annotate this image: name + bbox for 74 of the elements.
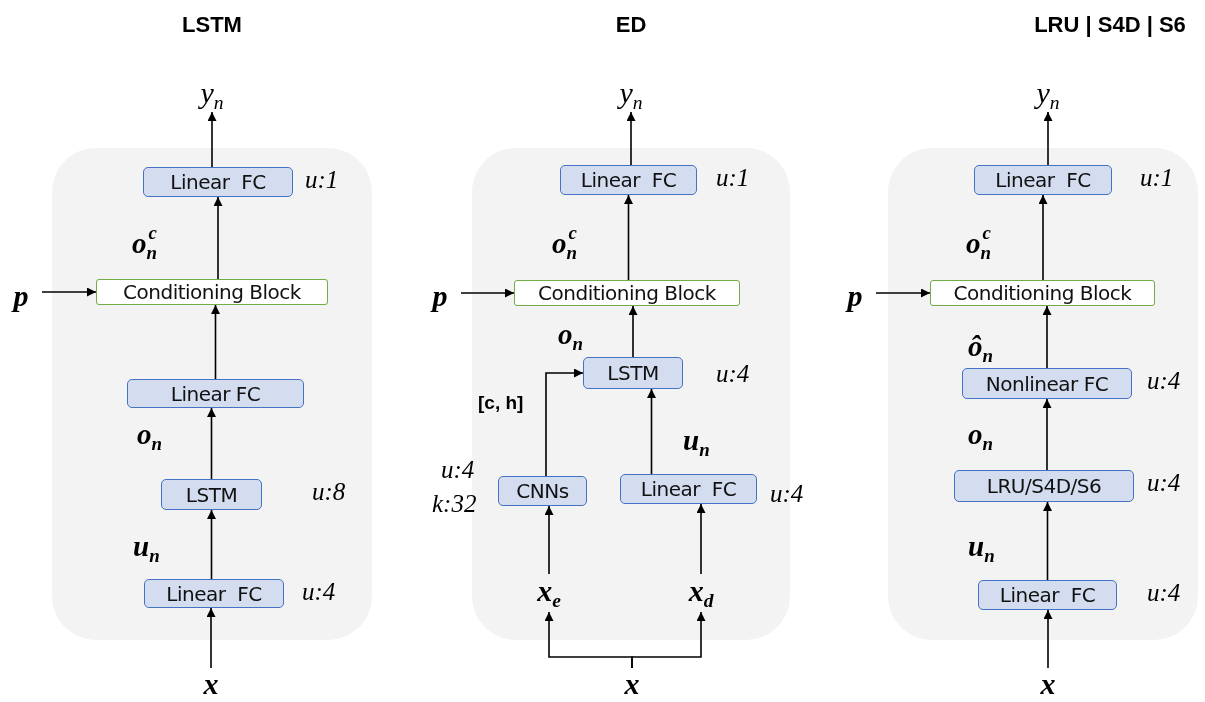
edge-label: o$_{n}$ xyxy=(968,418,993,455)
layer-block: LSTM xyxy=(161,479,262,510)
layer-block: Linear FC xyxy=(620,474,757,504)
panel-background xyxy=(888,148,1198,640)
unit-count-label: u:4 xyxy=(770,480,804,508)
arrow xyxy=(544,505,554,575)
edge-label: u$_{n}$ xyxy=(133,530,160,567)
edge-label: [c, h] xyxy=(478,392,524,414)
variable-label: y$_{n}$ xyxy=(1029,78,1067,112)
arrow xyxy=(207,509,216,580)
layer-block: Linear FC xyxy=(974,165,1112,195)
unit-count-label: u:1 xyxy=(716,164,750,192)
layer-block: Nonlinear FC xyxy=(962,368,1132,399)
unit-count-label: u:4 xyxy=(441,456,475,484)
edge-label: o$_{n}$ xyxy=(137,418,162,455)
arrow xyxy=(631,611,706,669)
edge-label: u$_{n}$ xyxy=(683,424,710,461)
layer-block: Linear FC xyxy=(127,379,304,408)
arrow xyxy=(1042,305,1052,369)
variable-label: x xyxy=(1035,668,1061,700)
arrow xyxy=(696,503,706,575)
arrow xyxy=(626,111,636,166)
unit-count-label: u:8 xyxy=(312,478,346,506)
arrow xyxy=(41,287,97,297)
variable-label: x$_{e}$ xyxy=(528,574,570,612)
variable-label: x$_{d}$ xyxy=(680,574,722,612)
unit-count-label: k:32 xyxy=(432,490,477,518)
variable-label: p xyxy=(427,279,453,313)
unit-count-label: u:4 xyxy=(302,578,336,606)
arrow xyxy=(1038,194,1048,281)
unit-count-label: u:1 xyxy=(1140,164,1174,192)
arrow xyxy=(211,304,220,380)
unit-count-label: u:4 xyxy=(716,360,750,388)
arrow xyxy=(207,407,216,480)
unit-count-label: u:1 xyxy=(305,166,339,194)
layer-block: Linear FC xyxy=(978,580,1117,610)
layer-block: LRU/S4D/S6 xyxy=(954,470,1134,502)
panel-title: LSTM xyxy=(182,12,242,38)
conditioning-block: Conditioning Block xyxy=(96,279,328,305)
arrow xyxy=(647,388,656,475)
arrow xyxy=(624,194,633,281)
layer-block: CNNs xyxy=(498,476,587,506)
unit-count-label: u:4 xyxy=(1147,367,1181,395)
arrow xyxy=(1043,501,1052,581)
arrow xyxy=(460,288,515,298)
arrow xyxy=(206,607,216,669)
arrow xyxy=(213,196,223,280)
variable-label: p xyxy=(8,279,34,313)
layer-block: Linear FC xyxy=(143,167,293,197)
unit-count-label: u:4 xyxy=(1147,579,1181,607)
conditioning-block: Conditioning Block xyxy=(930,280,1155,306)
variable-label: y$_{n}$ xyxy=(612,78,650,112)
variable-label: x xyxy=(619,668,645,700)
arrow xyxy=(1042,398,1052,471)
conditioning-block: Conditioning Block xyxy=(514,280,740,306)
arrow xyxy=(1043,111,1053,166)
panel-background xyxy=(52,148,372,640)
layer-block: Linear FC xyxy=(144,579,284,608)
arrow xyxy=(875,288,931,298)
layer-block: Linear FC xyxy=(560,165,697,195)
panel-title: LRU | S4D | S6 xyxy=(1034,12,1186,38)
variable-label: y$_{n}$ xyxy=(193,78,231,112)
layer-block: LSTM xyxy=(583,357,683,389)
arrow xyxy=(628,305,638,358)
arrow xyxy=(207,111,217,168)
arrow xyxy=(545,368,584,477)
unit-count-label: u:4 xyxy=(1147,469,1181,497)
edge-label: u$_{n}$ xyxy=(968,530,995,567)
variable-label: p xyxy=(842,279,868,313)
edge-label: o$_{n}$ xyxy=(558,318,583,355)
edge-label: ô$_{n}$ xyxy=(968,330,993,367)
panel-title: ED xyxy=(615,12,647,38)
arrow xyxy=(1043,609,1053,669)
variable-label: x xyxy=(198,668,224,700)
